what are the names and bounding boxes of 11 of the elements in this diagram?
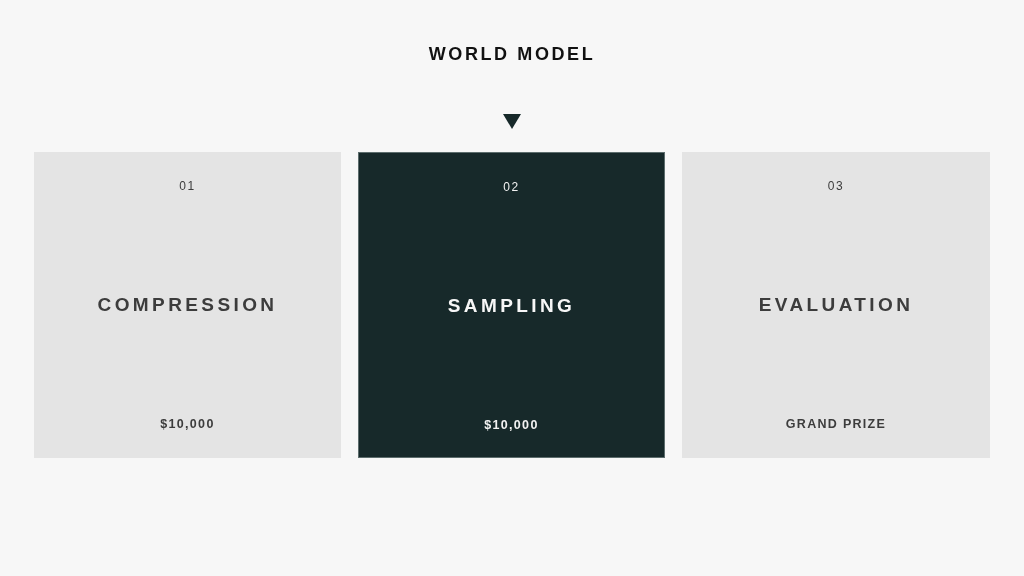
- stage-title: COMPRESSION: [97, 293, 278, 317]
- stage-title: SAMPLING: [447, 294, 576, 318]
- step-number: 01: [179, 179, 196, 193]
- step-number: 02: [503, 180, 520, 194]
- stage-title: EVALUATION: [758, 293, 914, 317]
- prize-amount: GRAND PRIZE: [785, 417, 887, 431]
- prize-amount: $10,000: [160, 417, 215, 431]
- diagram-title: WORLD MODEL: [428, 43, 596, 65]
- stage-card: [358, 152, 665, 458]
- prize-amount: $10,000: [484, 418, 539, 432]
- step-number: 03: [827, 179, 845, 193]
